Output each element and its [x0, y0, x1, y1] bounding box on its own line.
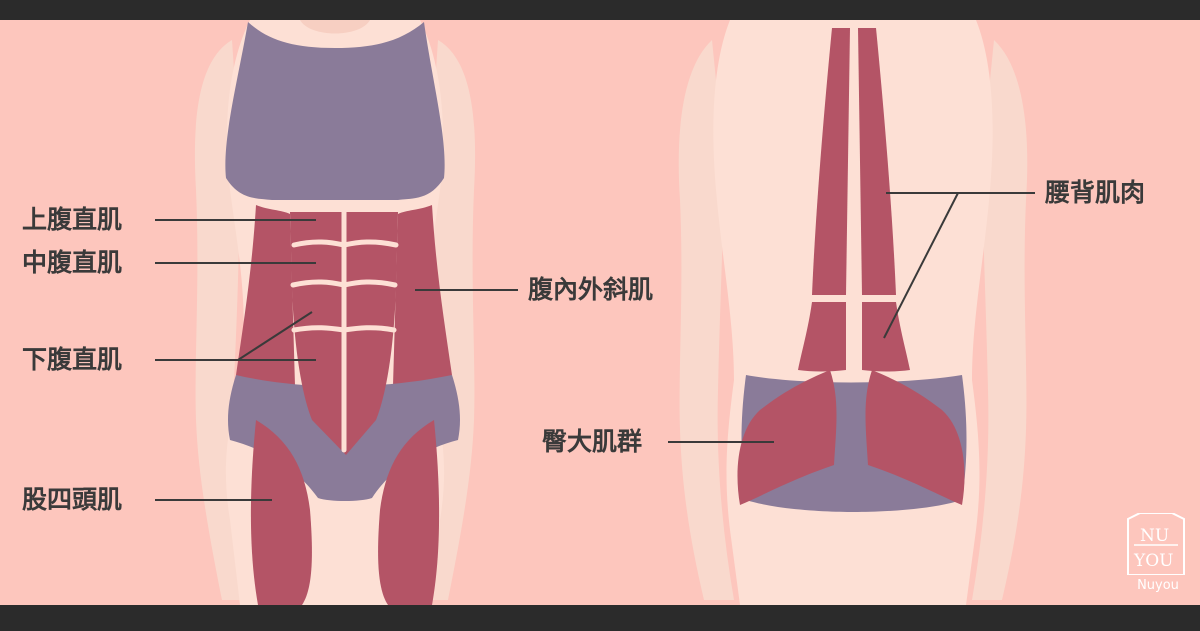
label-upper-rectus: 上腹直肌: [22, 205, 123, 234]
rectus-divisions: [290, 203, 399, 453]
back-figure: [678, 20, 1028, 605]
line-erector-spinae-diagonal: [883, 192, 959, 339]
erector-left-lower: [798, 302, 846, 372]
front-left-oblique: [236, 205, 316, 455]
erector-left-upper: [812, 28, 850, 295]
label-external-oblique: 腹內外斜肌: [528, 275, 654, 304]
front-bra: [225, 22, 445, 200]
nuyou-logo: [1127, 513, 1185, 575]
label-erector-spinae: 腰背肌肉: [1045, 178, 1146, 207]
front-right-quadriceps: [378, 420, 440, 605]
front-figure: [194, 20, 476, 605]
label-middle-rectus: 中腹直肌: [22, 248, 123, 277]
front-left-quadriceps: [250, 420, 312, 605]
erector-right-upper: [858, 28, 896, 295]
leader-lines: [155, 192, 1035, 501]
front-neck: [300, 20, 370, 34]
gluteus-right: [865, 370, 965, 505]
logo-text-bottom: YOU: [1134, 551, 1174, 571]
label-gluteus: 臀大肌群: [542, 427, 643, 456]
logo-caption: Nuyou: [1137, 578, 1179, 593]
line-lower-rectus-diagonal: [237, 311, 313, 361]
logo-text-top: NU: [1140, 526, 1170, 546]
front-right-oblique: [372, 205, 452, 455]
erector-right-lower: [862, 302, 910, 372]
back-torso: [713, 20, 993, 605]
label-lower-rectus: 下腹直肌: [22, 345, 123, 374]
gluteus-left: [737, 370, 837, 505]
label-quadriceps: 股四頭肌: [22, 485, 123, 514]
